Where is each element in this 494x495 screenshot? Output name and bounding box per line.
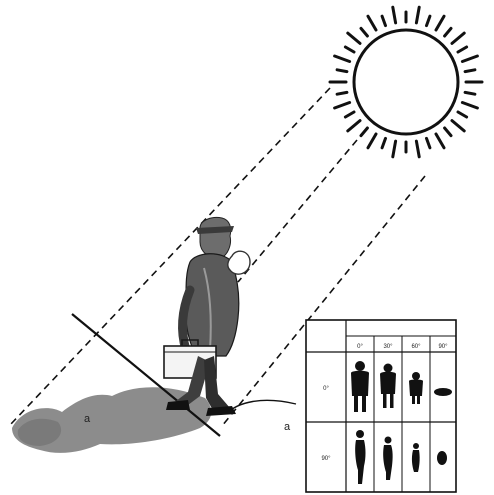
pointer-arrow: [226, 400, 296, 414]
shadow-label: a: [84, 413, 91, 425]
sun: [330, 7, 482, 157]
sun-ray: [368, 134, 376, 148]
angle-header-0: 0°: [357, 344, 363, 350]
sun-ray: [436, 134, 444, 148]
arrow-label: a: [284, 421, 291, 433]
sun-ray: [335, 56, 350, 62]
sun-ray: [382, 138, 385, 147]
sun-ray: [345, 47, 354, 52]
sun-ray: [393, 7, 396, 23]
sun-ray: [452, 121, 464, 131]
sun-ray: [445, 28, 451, 36]
sun-ray: [345, 112, 354, 117]
silhouette-front-3: [434, 388, 452, 396]
sun-ray: [416, 7, 419, 23]
sun-ray: [335, 103, 350, 109]
sun-ray: [452, 33, 464, 43]
sun-ray: [436, 16, 444, 30]
angle-header-3: 90°: [438, 344, 448, 350]
sun-ray: [462, 103, 477, 109]
sun-ray: [361, 128, 367, 136]
sun-disk: [354, 30, 458, 134]
angle-header-2: 60°: [411, 344, 421, 350]
sun-ray: [337, 70, 347, 72]
sun-ray: [382, 16, 385, 25]
sun-ray: [348, 121, 360, 131]
sun-ray: [458, 47, 467, 52]
sun-ray: [427, 138, 430, 147]
row-header-1: 90°: [321, 456, 331, 462]
head: [200, 217, 231, 258]
sun-ray: [416, 141, 419, 157]
sun-ray: [393, 141, 396, 157]
sun-ray: [361, 28, 367, 36]
sun-ray: [348, 33, 360, 43]
light-ray-middle: [238, 140, 357, 282]
sun-ray: [462, 56, 477, 62]
sun-ray: [465, 92, 475, 94]
sun-ray: [458, 112, 467, 117]
face-highlight: [228, 251, 250, 274]
sun-ray: [465, 70, 475, 72]
angle-header-1: 30°: [383, 344, 393, 350]
walking-man: [164, 217, 239, 416]
sun-ray: [337, 92, 347, 94]
row-header-0: 0°: [323, 386, 329, 392]
table-frame: [306, 320, 456, 492]
sun-ray: [368, 16, 376, 30]
silhouette-table: 0° 30° 60° 90° 0° 90°: [306, 320, 456, 492]
sun-ray: [427, 16, 430, 25]
sun-ray: [445, 128, 451, 136]
silhouette-side-3: [437, 451, 447, 465]
